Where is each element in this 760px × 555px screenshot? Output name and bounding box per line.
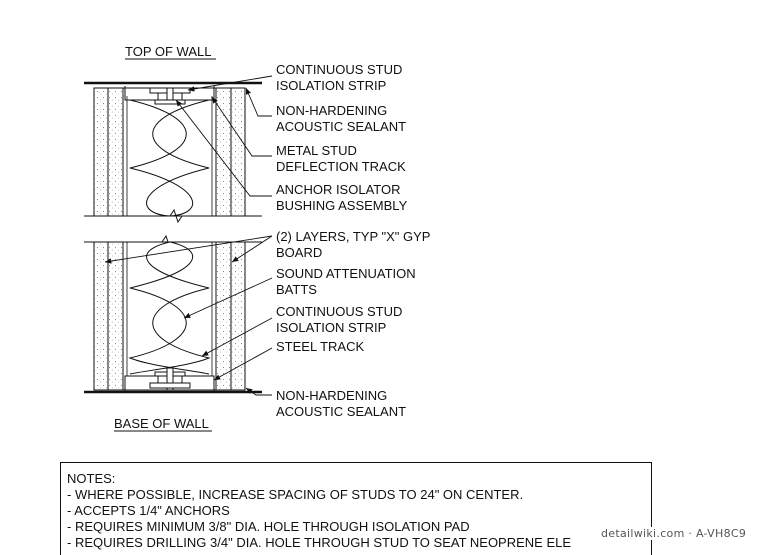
isolation-strip-base: [149, 382, 191, 389]
top-of-wall-header: TOP OF WALL: [125, 44, 211, 59]
label-isolation-strip-base-1: CONTINUOUS STUD: [276, 304, 402, 319]
label-gyp-board-1: (2) LAYERS, TYP "X" GYP: [276, 229, 430, 244]
gyp-board-left-outer: [93, 87, 109, 217]
metal-stud-lower: [122, 241, 217, 391]
leader-lines: [104, 75, 273, 396]
gyp-board-right-outer-lower: [230, 241, 246, 391]
gyp-board-right-inner: [215, 87, 232, 217]
label-sealant-top-1: NON-HARDENING: [276, 103, 387, 118]
lower-wall-section: [84, 234, 262, 394]
label-anchor-isolator-2: BUSHING ASSEMBLY: [276, 198, 408, 213]
metal-stud-upper: [122, 87, 217, 217]
batt-insulation-lower-b: [129, 241, 211, 375]
callout-labels: CONTINUOUS STUD ISOLATION STRIP NON-HARD…: [276, 62, 430, 419]
label-isolation-strip-base-2: ISOLATION STRIP: [276, 320, 386, 335]
gyp-board-left-inner: [107, 87, 124, 217]
anchor-bolt-base: [166, 367, 174, 391]
gyp-board-left-outer-lower: [93, 241, 109, 391]
break-line-upper: [84, 208, 262, 224]
batt-insulation-upper-b: [146, 99, 210, 217]
label-isolation-strip-top-2: ISOLATION STRIP: [276, 78, 386, 93]
note-item: - WHERE POSSIBLE, INCREASE SPACING OF ST…: [67, 487, 524, 502]
gyp-board-right-outer: [230, 87, 246, 217]
upper-wall-section: [84, 81, 262, 224]
watermark: detailwiki.com · A-VH8C9: [598, 527, 750, 540]
label-sealant-top-2: ACOUSTIC SEALANT: [276, 119, 406, 134]
note-item: - REQUIRES DRILLING 3/4" DIA. HOLE THROU…: [67, 535, 572, 550]
label-gyp-board-2: BOARD: [276, 245, 322, 260]
notes-box: NOTES: - WHERE POSSIBLE, INCREASE SPACIN…: [60, 462, 652, 555]
label-anchor-isolator-1: ANCHOR ISOLATOR: [276, 182, 400, 197]
label-sealant-base-1: NON-HARDENING: [276, 388, 387, 403]
notes-title: NOTES:: [67, 471, 116, 486]
note-item: - ACCEPTS 1/4" ANCHORS: [67, 503, 230, 518]
gyp-board-right-inner-lower: [215, 241, 232, 391]
batt-insulation-upper-a: [129, 99, 194, 217]
label-deflection-track-2: DEFLECTION TRACK: [276, 159, 406, 174]
base-of-wall-header: BASE OF WALL: [114, 416, 209, 431]
note-item: - REQUIRES MINIMUM 3/8" DIA. HOLE THROUG…: [67, 519, 470, 534]
label-batts-1: SOUND ATTENUATION: [276, 266, 416, 281]
label-batts-2: BATTS: [276, 282, 317, 297]
label-isolation-strip-top-1: CONTINUOUS STUD: [276, 62, 402, 77]
label-sealant-base-2: ACOUSTIC SEALANT: [276, 404, 406, 419]
gyp-board-left-inner-lower: [107, 241, 124, 391]
label-deflection-track-1: METAL STUD: [276, 143, 357, 158]
label-steel-track: STEEL TRACK: [276, 339, 364, 354]
